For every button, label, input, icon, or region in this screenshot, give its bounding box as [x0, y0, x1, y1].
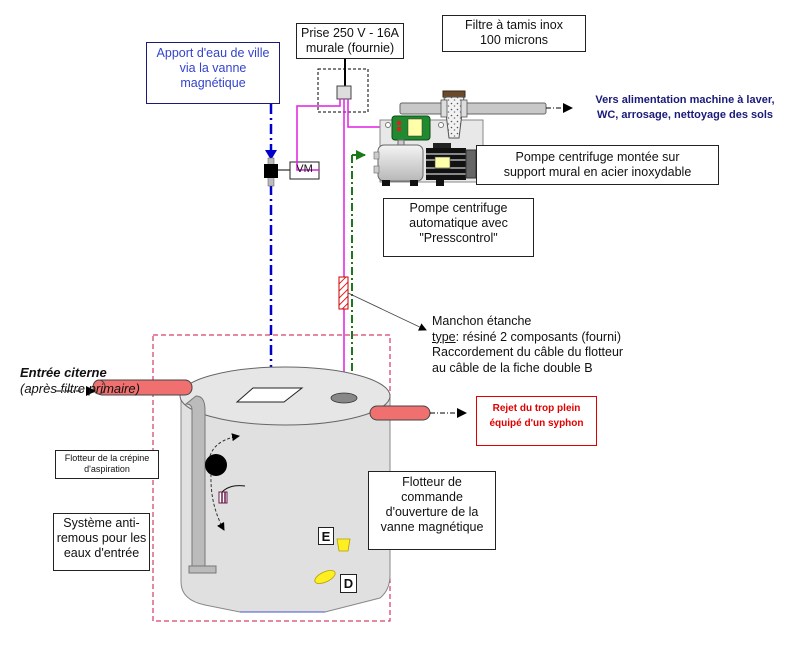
- supply-line-2: WC, arrosage, nettoyage des sols: [596, 109, 774, 122]
- anti-swirl-label: Système anti- remous pour les eaux d'ent…: [53, 513, 150, 571]
- filter-label: Filtre à tamis inox 100 microns: [442, 15, 586, 52]
- anti-swirl-line-1: Système anti-: [63, 516, 140, 530]
- inlet-line-2: (après filtre primaire): [20, 380, 140, 396]
- inlet-line-1: Entrée citerne: [20, 365, 107, 380]
- overflow-line-2: équipé d'un syphon: [489, 418, 584, 429]
- marker-e: E: [318, 527, 334, 545]
- overflow-line-1: Rejet du trop plein: [492, 403, 581, 414]
- city-water-line-3: magnétique: [180, 76, 246, 90]
- control-float-line-3: d'ouverture de la: [385, 505, 479, 519]
- pump-auto-line-1: Pompe centrifuge: [409, 201, 508, 215]
- city-water-line: [264, 104, 278, 393]
- filter-line-1: Filtre à tamis inox: [465, 18, 563, 32]
- inlet-pipe: [92, 379, 217, 574]
- outlet-line-1: Prise 250 V - 16A: [301, 26, 399, 40]
- pump-auto-label: Pompe centrifuge automatique avec "Press…: [383, 198, 534, 257]
- city-water-line-2: via la vanne: [179, 61, 247, 75]
- overflow-pipe: [369, 405, 431, 421]
- sealed-sleeve-label: Manchon étanche type: résiné 2 composant…: [432, 314, 692, 377]
- strainer-float: [205, 433, 246, 531]
- sleeve-line-3: Raccordement du câble du flotteur: [432, 345, 624, 360]
- tank-inlet-label: Entrée citerne (après filtre primaire): [20, 365, 210, 396]
- filter-line-2: 100 microns: [479, 33, 549, 47]
- anti-swirl-line-3: eaux d'entrée: [63, 546, 140, 560]
- strainer-float-label: Flotteur de la crépine d'aspiration: [55, 450, 159, 479]
- pump-assembly: [373, 90, 547, 186]
- city-water-line-1: Apport d'eau de ville: [156, 46, 270, 60]
- marker-d: D: [340, 574, 357, 593]
- pump-auto-line-2: automatique avec: [409, 216, 508, 230]
- pump-mount-line-2: support mural en acier inoxydable: [503, 165, 692, 179]
- sleeve-line-2: type: résiné 2 composants (fourni): [432, 330, 692, 346]
- sleeve-pointer: [347, 292, 427, 331]
- control-float-line-4: vanne magnétique: [380, 520, 484, 534]
- strainer-line-1: Flotteur de la crépine: [64, 453, 150, 463]
- sleeve-line-4: au câble de la fiche double B: [432, 360, 593, 375]
- control-float-line-2: commande: [401, 490, 463, 504]
- control-float: [314, 538, 351, 584]
- overflow-label: Rejet du trop plein équipé d'un syphon: [476, 396, 597, 446]
- supply-line-1: Vers alimentation machine à laver,: [595, 94, 775, 106]
- outlet-line-2: murale (fournie): [305, 41, 395, 55]
- valve-vm-label: VM: [296, 163, 313, 175]
- control-float-label: Flotteur de commande d'ouverture de la v…: [368, 471, 496, 550]
- strainer-line-2: d'aspiration: [84, 463, 130, 474]
- pump-mount-line-1: Pompe centrifuge montée sur: [515, 150, 680, 164]
- sleeve-type-value: : résiné 2 composants (fourni): [455, 329, 621, 344]
- anti-swirl-line-2: remous pour les: [56, 531, 147, 545]
- control-float-line-1: Flotteur de: [402, 475, 462, 489]
- power-outlet-label: Prise 250 V - 16A murale (fournie): [296, 23, 404, 59]
- pump-auto-line-3: "Presscontrol": [419, 231, 498, 245]
- sealed-sleeve: [338, 276, 349, 310]
- storage-tank: [179, 366, 391, 613]
- pump-mount-label: Pompe centrifuge montée sur support mura…: [476, 145, 719, 185]
- supply-destination-label: Vers alimentation machine à laver, WC, a…: [585, 93, 785, 124]
- sleeve-line-1: Manchon étanche: [432, 314, 532, 328]
- city-water-label: Apport d'eau de ville via la vanne magné…: [146, 42, 280, 104]
- sleeve-type-label: type: [432, 329, 456, 344]
- electrical-outlet: [317, 59, 369, 113]
